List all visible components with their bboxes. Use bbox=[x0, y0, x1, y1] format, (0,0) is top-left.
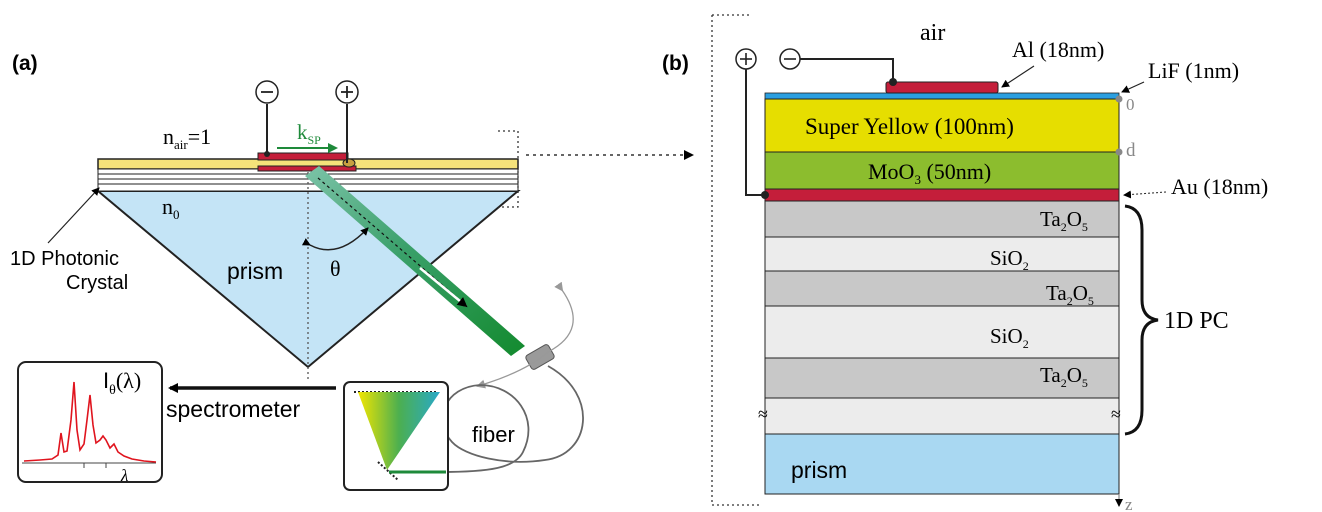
al-electrode bbox=[885, 81, 999, 94]
sio2-label-1: SiO2 bbox=[990, 246, 1029, 273]
zoom-bracket bbox=[498, 130, 519, 208]
grating-bottom bbox=[377, 461, 399, 481]
moo3-layer bbox=[764, 151, 1120, 190]
ta2o5-layer-3 bbox=[764, 357, 1120, 399]
crystal-label-1: 1D Photonic bbox=[10, 248, 119, 270]
prism-b-label: prism bbox=[791, 457, 847, 483]
al-pointer bbox=[1001, 65, 1035, 88]
ta2o5-label-1: Ta2O5 bbox=[1040, 207, 1088, 234]
panel-b-label: (b) bbox=[662, 52, 689, 75]
prism-a-label: prism bbox=[227, 258, 283, 284]
lambda-axis-label: λ bbox=[120, 466, 128, 485]
n0-label: n0 bbox=[162, 194, 180, 222]
au-label: Au (18nm) bbox=[1171, 174, 1268, 199]
tick-d-dot bbox=[1115, 148, 1123, 156]
au-pointer bbox=[1123, 190, 1167, 199]
pc-brace bbox=[1124, 204, 1159, 436]
spectrum-curve bbox=[23, 381, 157, 463]
fiber-coupler bbox=[525, 344, 555, 370]
tick-0-label: 0 bbox=[1126, 95, 1135, 114]
wire-minus-b bbox=[800, 58, 894, 80]
prism-layer bbox=[764, 433, 1120, 495]
lif-label: LiF (1nm) bbox=[1148, 58, 1239, 83]
beam-arrow bbox=[419, 267, 468, 308]
theta-label: θ bbox=[330, 256, 341, 281]
break-mark-right: ≈ bbox=[1111, 404, 1121, 424]
theta-arc bbox=[301, 227, 369, 251]
intensity-label: Iθ(λ) bbox=[103, 368, 141, 398]
au-layer bbox=[764, 188, 1120, 202]
pc-label: 1D PC bbox=[1164, 308, 1229, 334]
crystal-label-2: Crystal bbox=[66, 272, 128, 294]
fiber-label: fiber bbox=[472, 422, 515, 447]
moo3-label: MoO3 (50nm) bbox=[868, 159, 991, 187]
sio2-label-2: SiO2 bbox=[990, 324, 1029, 351]
ta2o5-label-2: Ta2O5 bbox=[1046, 281, 1094, 308]
device-electrode-bottom bbox=[257, 165, 357, 172]
contact-bead bbox=[342, 158, 356, 168]
air-label: air bbox=[920, 20, 945, 46]
lif-pointer bbox=[1121, 81, 1145, 93]
ta2o5-label-3: Ta2O5 bbox=[1040, 363, 1088, 390]
panel-b-frame bbox=[711, 15, 760, 506]
crystal-pointer bbox=[47, 187, 100, 244]
al-contact bbox=[889, 78, 897, 86]
tick-0-dot bbox=[1115, 95, 1123, 103]
ta2o5-layer-1 bbox=[764, 200, 1120, 238]
spectrum-box bbox=[17, 361, 163, 483]
sio2-layer-2 bbox=[764, 305, 1120, 359]
device-electrode-top bbox=[257, 152, 349, 161]
al-label: Al (18nm) bbox=[1012, 37, 1104, 62]
au-contact bbox=[761, 191, 769, 199]
ksp-label: kSP bbox=[297, 120, 321, 147]
break-mark-left: ≈ bbox=[758, 404, 768, 424]
tick-d-label: d bbox=[1126, 140, 1136, 161]
sio2-layer-1 bbox=[764, 236, 1120, 272]
super-yellow-label: Super Yellow (100nm) bbox=[805, 114, 1014, 139]
n-air-label: nair=1 bbox=[163, 124, 211, 152]
panel-a-label: (a) bbox=[12, 52, 38, 75]
ta2o5-layer-2 bbox=[764, 270, 1120, 307]
contact-dot-minus bbox=[264, 151, 270, 157]
super-yellow-layer bbox=[764, 98, 1120, 153]
z-label: z bbox=[1125, 495, 1133, 512]
spectrometer-label: spectrometer bbox=[166, 396, 301, 422]
rotation-arc bbox=[476, 281, 574, 389]
lif-layer bbox=[764, 92, 1120, 100]
sio2-layer-3 bbox=[764, 397, 1120, 435]
wire-plus-b bbox=[745, 69, 765, 196]
dispersed-fan bbox=[358, 392, 440, 470]
